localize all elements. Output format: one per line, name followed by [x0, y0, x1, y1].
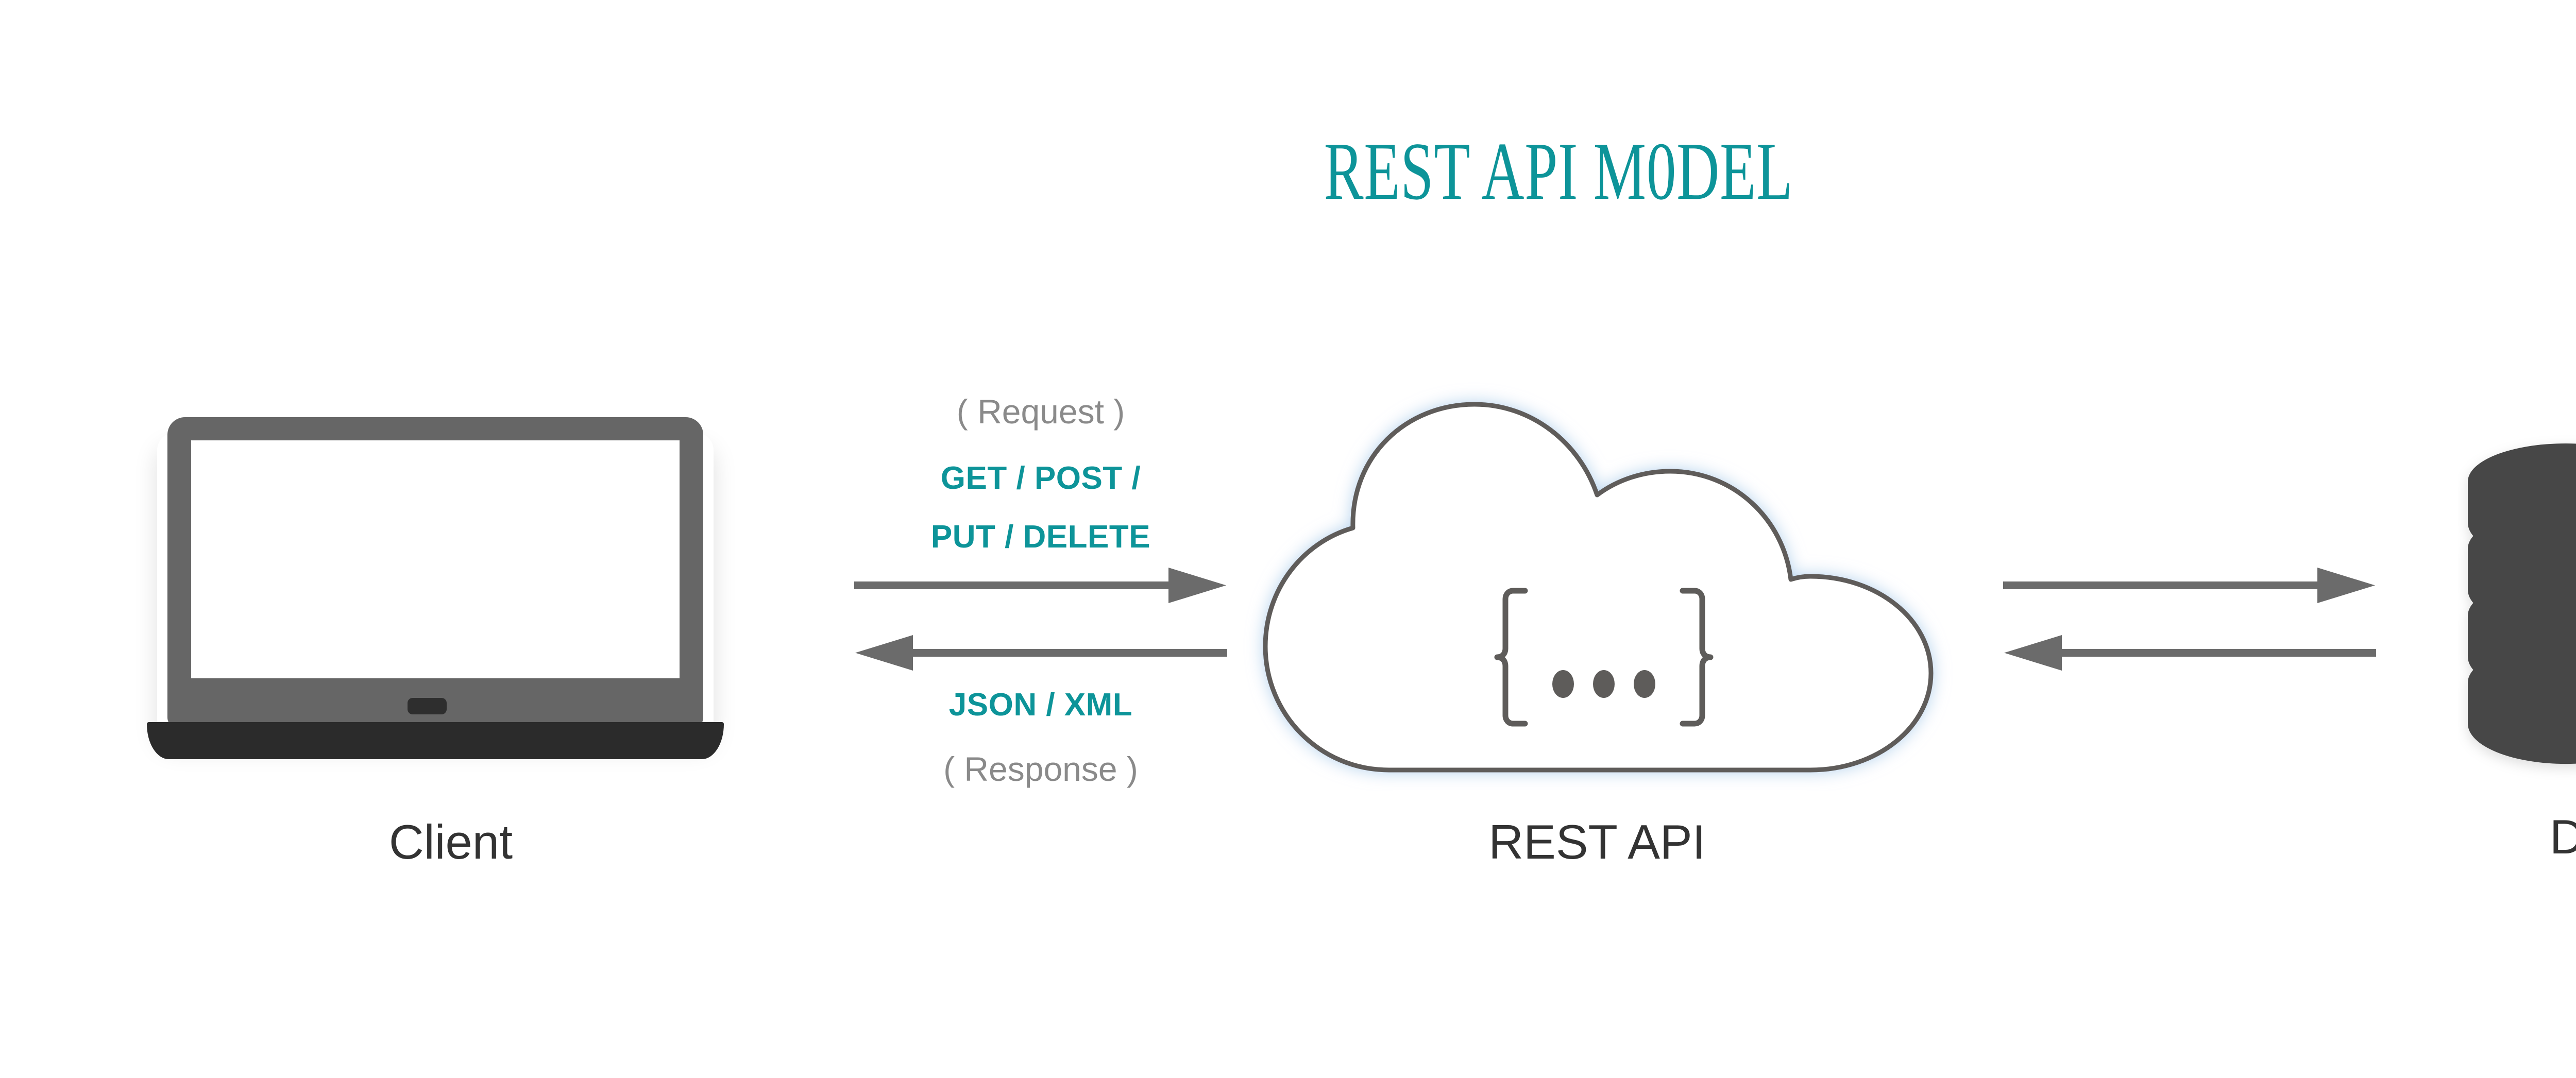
- rest-api-label: REST API: [1488, 815, 1706, 869]
- request-methods-line-2: PUT / DELETE: [930, 519, 1151, 555]
- request-arrow-right: [854, 568, 1226, 603]
- api-database-arrows: [1994, 561, 2385, 731]
- response-format-label: JSON / XML: [948, 687, 1133, 723]
- page-title: REST API M0DEL: [1324, 125, 1793, 217]
- database-label: Database: [2549, 810, 2576, 864]
- cloud-ellipsis-dots: [1552, 670, 1655, 698]
- response-paren-label: ( Response ): [943, 750, 1138, 788]
- response-arrow-left: [855, 635, 1227, 671]
- client-label: Client: [388, 815, 513, 869]
- laptop-notch: [408, 698, 447, 714]
- request-methods-line-1: GET / POST /: [940, 460, 1141, 496]
- database-cylinder-icon: [2458, 394, 2576, 785]
- laptop-base: [147, 722, 724, 759]
- laptop-screen: [191, 440, 680, 678]
- client-api-arrows: [845, 561, 1236, 731]
- laptop-icon: [147, 417, 724, 759]
- request-paren-label: ( Request ): [956, 392, 1125, 431]
- api-to-database-arrow-right: [2003, 568, 2375, 603]
- cloud-silhouette: [1263, 402, 1934, 773]
- cloud-icon: [1236, 379, 1968, 791]
- database-to-api-arrow-left: [2004, 635, 2376, 671]
- cloud-braces-icon: [1494, 588, 1714, 727]
